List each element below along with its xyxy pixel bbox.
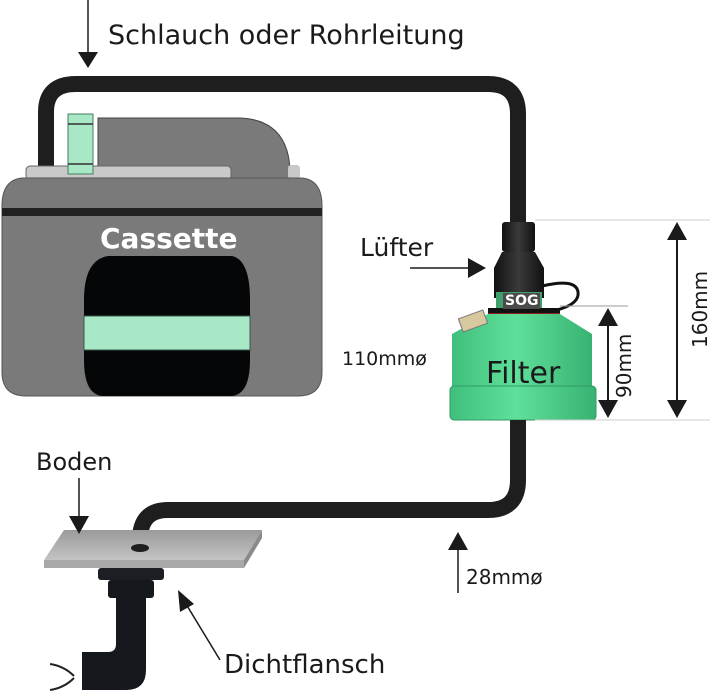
cassette-label: Cassette <box>100 222 238 255</box>
floor-label: Boden <box>36 448 113 476</box>
hose-upper <box>38 76 526 225</box>
callout-arrows <box>69 0 710 661</box>
filter-unit <box>449 309 597 421</box>
fan-label: Lüfter <box>360 233 434 262</box>
hose-lower <box>132 420 526 548</box>
filter-height-label: 90mm <box>612 333 636 398</box>
hose-diameter-label: 28mmø <box>466 565 543 589</box>
filter-diameter-label: 110mmø <box>342 348 427 370</box>
cassette-unit <box>1 113 323 397</box>
seal-flange-elbow <box>49 568 164 691</box>
hose-label: Schlauch oder Rohrleitung <box>108 20 465 51</box>
airflow-icon <box>49 663 75 691</box>
seal-flange-label: Dichtflansch <box>224 650 386 680</box>
filter-label: Filter <box>486 356 561 391</box>
floor-plate <box>44 530 262 568</box>
brand-badge: SOG <box>503 293 541 309</box>
total-height-label: 160mm <box>688 270 712 348</box>
